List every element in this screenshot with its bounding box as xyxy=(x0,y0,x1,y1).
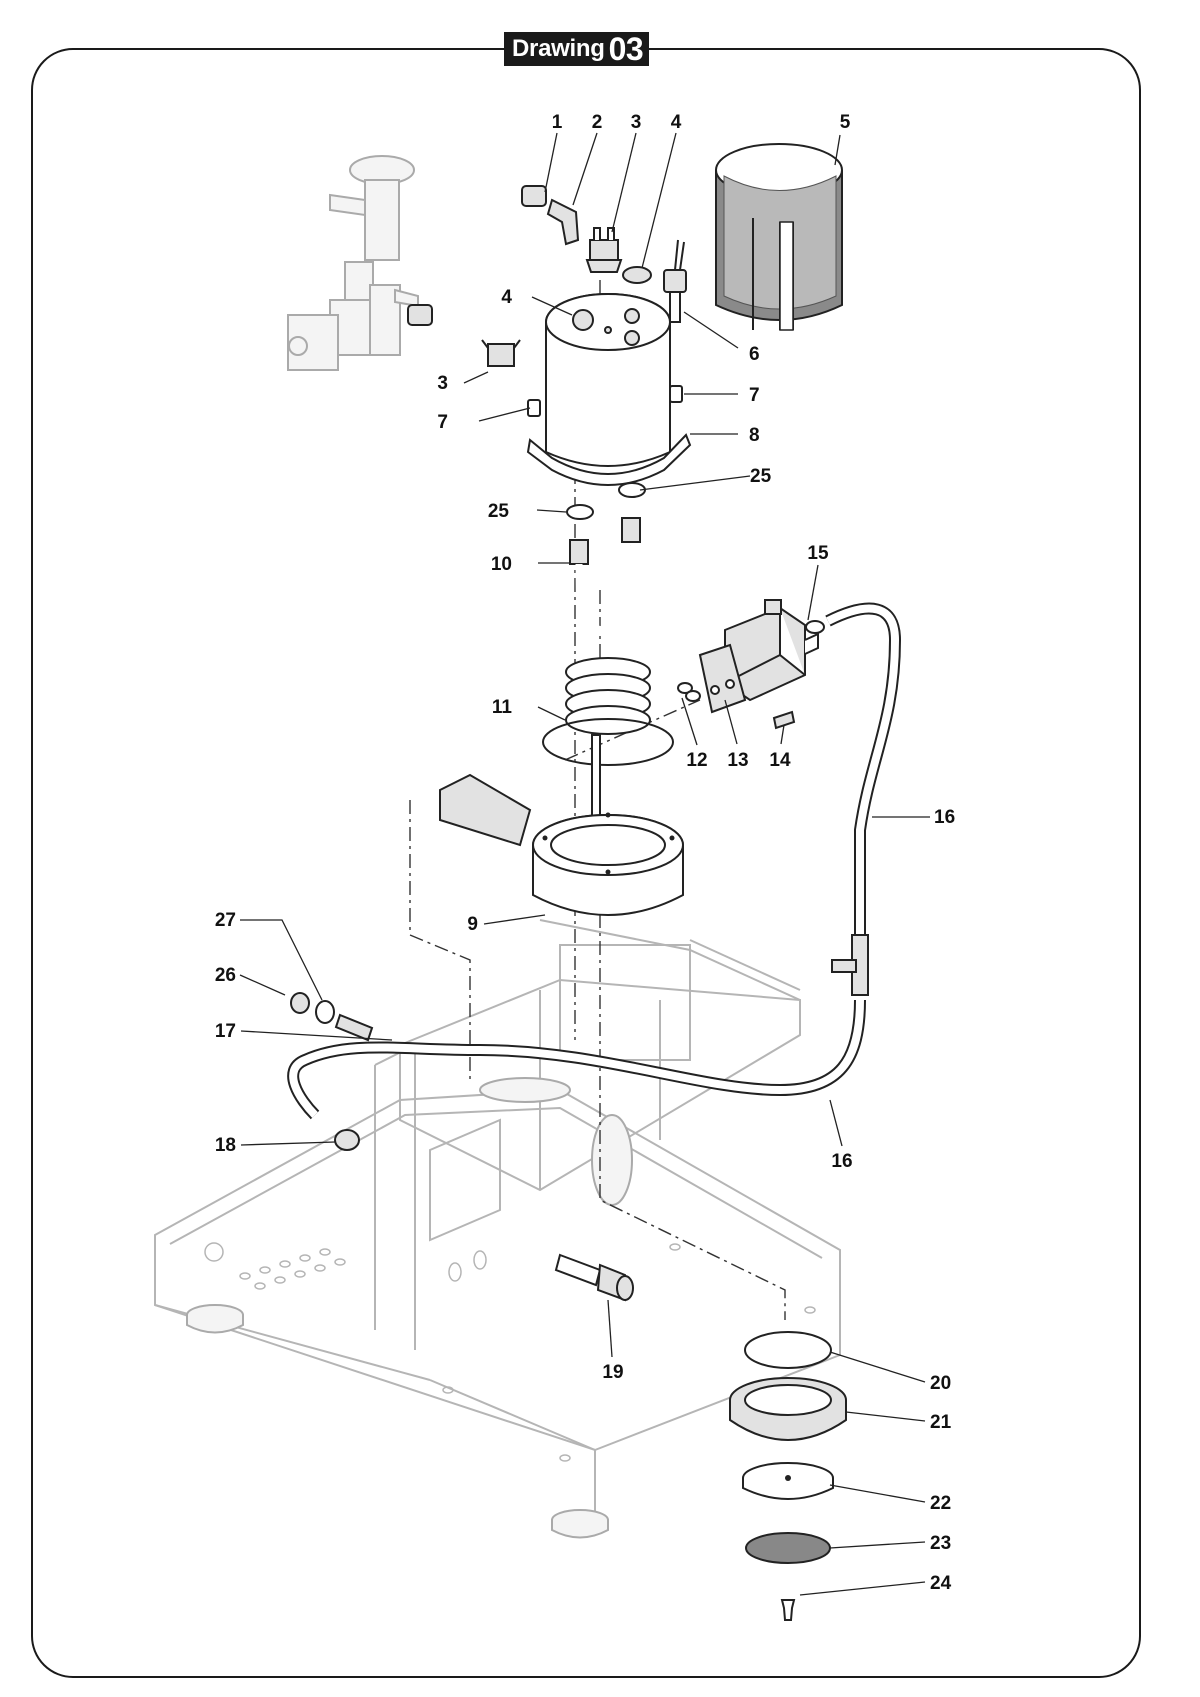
boiler-pipe xyxy=(407,185,580,326)
boiler-insulation-jacket xyxy=(715,143,843,331)
heating-element xyxy=(565,517,651,735)
callout-labels: 1 2 3 4 5 4 6 3 7 7 8 25 25 10 15 11 12 … xyxy=(215,112,955,1594)
callout-23: 23 xyxy=(930,1533,951,1554)
callout-12: 12 xyxy=(686,750,707,771)
callout-leaders xyxy=(239,132,930,1596)
callout-18: 18 xyxy=(215,1135,236,1156)
callout-25-right: 25 xyxy=(750,466,772,487)
callout-14: 14 xyxy=(769,750,791,771)
callout-15: 15 xyxy=(807,543,829,564)
callout-16-upper: 16 xyxy=(934,807,955,828)
frame-fasteners xyxy=(290,992,374,1151)
callout-17: 17 xyxy=(215,1021,236,1042)
hose-clip xyxy=(805,620,825,634)
callout-3-top: 3 xyxy=(631,112,642,133)
adjustment-knob xyxy=(554,1253,634,1302)
drawing-title: Drawing 03 xyxy=(504,30,650,67)
callout-5: 5 xyxy=(840,112,851,133)
callout-13: 13 xyxy=(727,750,748,771)
callout-2: 2 xyxy=(592,112,603,133)
callout-25-left: 25 xyxy=(488,501,510,522)
machine-frame xyxy=(154,919,841,1539)
group-o-ring xyxy=(542,718,674,766)
callout-16-lower: 16 xyxy=(831,1151,852,1172)
callout-8: 8 xyxy=(749,425,760,446)
group-valve-ghost xyxy=(287,155,419,371)
callout-10: 10 xyxy=(491,554,512,575)
callout-21: 21 xyxy=(930,1412,952,1433)
callout-27: 27 xyxy=(215,910,236,931)
callout-19: 19 xyxy=(602,1362,623,1383)
callout-7-left: 7 xyxy=(437,412,448,433)
callout-24: 24 xyxy=(930,1573,952,1594)
shower-assembly xyxy=(729,1331,847,1621)
callout-6: 6 xyxy=(749,344,760,365)
drawing-title-number: 03 xyxy=(608,30,644,67)
callout-4-top: 4 xyxy=(671,112,682,133)
callout-9: 9 xyxy=(467,914,478,935)
solenoid-valve xyxy=(677,599,819,730)
callout-22: 22 xyxy=(930,1493,951,1514)
boiler-gaskets xyxy=(566,482,646,520)
callout-3-left: 3 xyxy=(437,373,448,394)
callout-26: 26 xyxy=(215,965,236,986)
callout-11: 11 xyxy=(492,697,513,718)
drawing-title-word: Drawing xyxy=(512,35,605,62)
callout-1: 1 xyxy=(552,112,563,133)
callout-7-right: 7 xyxy=(749,385,760,406)
boiler-body xyxy=(526,293,692,486)
group-head xyxy=(439,734,684,916)
callout-20: 20 xyxy=(930,1373,951,1394)
drain-hose xyxy=(287,602,902,1120)
callout-4-left: 4 xyxy=(501,287,512,308)
